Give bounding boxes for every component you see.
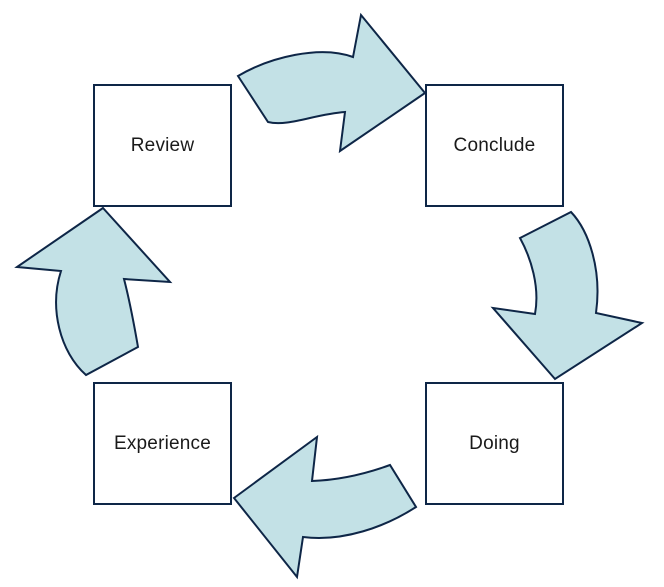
node-doing: Doing: [425, 382, 564, 505]
node-conclude: Conclude: [425, 84, 564, 207]
arrow-doing-to-experience: [232, 434, 418, 580]
node-review-label: Review: [130, 134, 195, 156]
node-experience-label: Experience: [113, 432, 212, 454]
node-review: Review: [93, 84, 232, 207]
node-doing-label: Doing: [469, 432, 520, 454]
arrow-experience-to-review: [14, 206, 173, 377]
arrow-conclude-to-doing: [490, 210, 645, 381]
node-conclude-label: Conclude: [453, 134, 536, 156]
arrow-review-to-conclude: [236, 12, 427, 154]
node-experience: Experience: [93, 382, 232, 505]
